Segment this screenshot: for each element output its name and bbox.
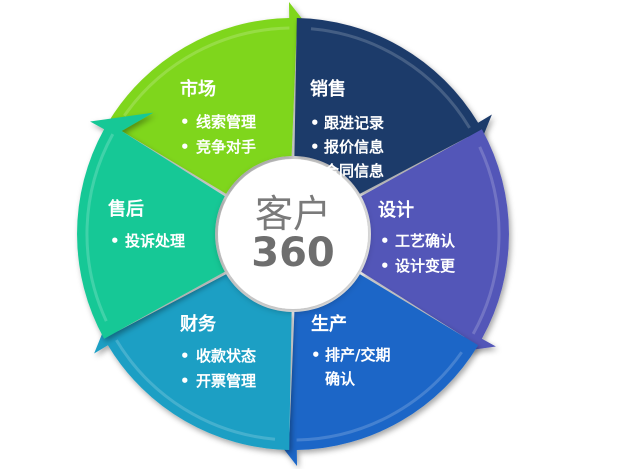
segment-market-shape <box>107 2 329 194</box>
segment-market-item-2: 竞争对手 <box>196 138 256 156</box>
segment-market-bullet-2: • <box>180 138 190 156</box>
segment-market-bullet-1: • <box>180 113 190 131</box>
segment-design-labels: 设计 • 工艺确认 • 设计变更 <box>378 199 456 275</box>
segment-sales-item-2: 报价信息 <box>324 138 384 156</box>
segment-market-labels: 市场 • 线索管理 • 竞争对手 <box>180 78 256 156</box>
segment-aftersales-bullet-1: • <box>110 232 120 250</box>
segment-production-labels: 生产 • 排产/交期 确认 <box>311 313 390 388</box>
segment-production-item-1: 排产/交期 <box>325 346 390 364</box>
segment-finance-bullet-1: • <box>180 347 190 365</box>
segment-design-item-1: 工艺确认 <box>395 232 456 250</box>
segment-production-item-2: 确认 <box>325 370 356 388</box>
segment-aftersales-shape <box>77 112 225 339</box>
segment-finance-item-1: 收款状态 <box>196 347 256 365</box>
segment-finance-shape <box>94 274 292 450</box>
segment-sales-bullet-3: • <box>310 162 320 180</box>
center-label-primary: 客户 <box>255 192 331 236</box>
segment-sales-highlight <box>310 27 471 129</box>
segment-design-bullet-1: • <box>380 232 390 250</box>
segment-finance-item-2: 开票管理 <box>196 372 256 390</box>
segment-finance-bullet-2: • <box>180 372 190 390</box>
segment-market-highlight <box>123 26 290 117</box>
segment-design-shape <box>361 129 509 356</box>
segment-sales-item-1: 跟进记录 <box>324 114 384 132</box>
segment-sales-title: 销售 <box>310 78 346 100</box>
segments-layer <box>77 2 509 466</box>
segment-finance-labels: 财务 • 收款状态 • 开票管理 <box>180 313 256 390</box>
segment-market-item-1: 线索管理 <box>196 113 256 131</box>
segment-design-item-2: 设计变更 <box>395 257 456 275</box>
center-label-number: 360 <box>251 230 335 276</box>
segment-finance-highlight <box>115 339 276 441</box>
segment-aftersales-highlight <box>85 133 115 322</box>
segment-finance-title: 财务 <box>180 313 217 335</box>
segment-market-title: 市场 <box>180 78 216 100</box>
segment-design-bullet-2: • <box>380 257 390 275</box>
segment-design-highlight <box>471 146 501 335</box>
segment-aftersales-item-1: 投诉处理 <box>125 232 185 250</box>
segment-aftersales-title: 售后 <box>108 198 144 220</box>
segment-aftersales-labels: 售后 • 投诉处理 <box>108 198 185 250</box>
segment-sales-item-3: 合同信息 <box>323 162 384 180</box>
segment-sales-labels: 销售 • 跟进记录 • 报价信息 • 合同信息 <box>310 78 384 180</box>
segment-production-title: 生产 <box>311 313 347 335</box>
segment-design-title: 设计 <box>378 199 414 221</box>
segment-production-bullet-1: • <box>311 346 321 364</box>
segment-sales-bullet-1: • <box>310 114 320 132</box>
center-circle <box>218 159 368 309</box>
segment-production-highlight <box>296 351 463 442</box>
segment-sales-shape <box>294 18 492 194</box>
segment-sales-bullet-2: • <box>310 138 320 156</box>
segment-production-shape <box>257 274 479 466</box>
